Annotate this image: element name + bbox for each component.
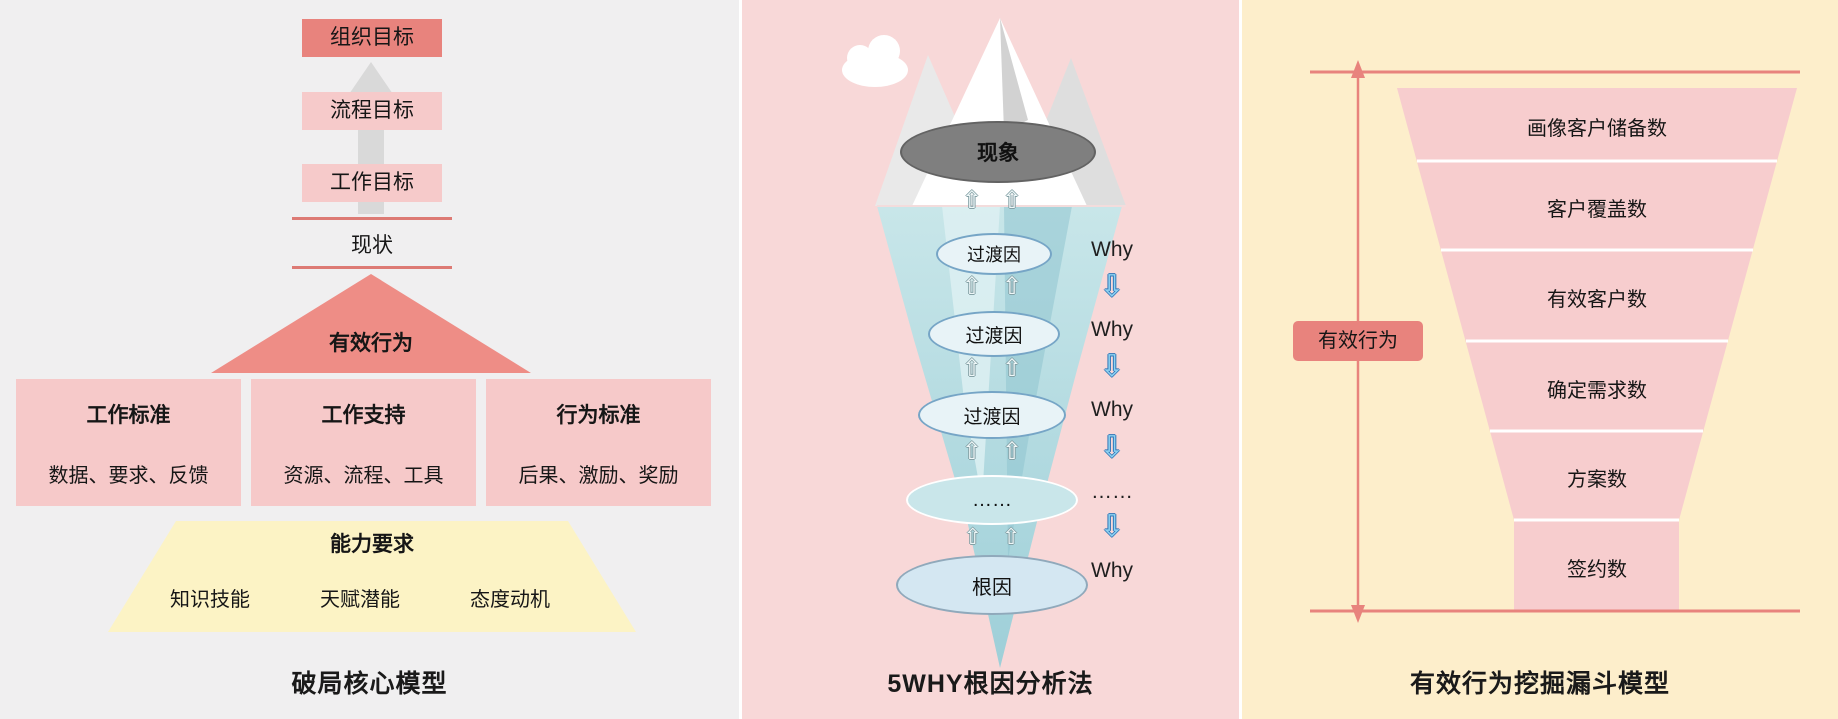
ellipsis-cause-ellipse: ……	[906, 475, 1078, 525]
funnel-separators	[1417, 159, 1777, 522]
effective-behavior-badge: 有效行为	[1293, 321, 1423, 361]
why-label: Why	[1091, 318, 1133, 341]
pillar-title: 工作标准	[86, 404, 171, 427]
capability-item: 知识技能	[170, 589, 250, 611]
up-arrow-icon: ⇧	[1002, 187, 1023, 214]
left-panel-title: 破局核心模型	[291, 670, 448, 698]
goal-box-organization: 组织目标	[302, 19, 442, 57]
pillar-desc: 后果、激励、奖励	[518, 465, 679, 487]
capability-items: 知识技能 天赋潜能 态度动机	[135, 583, 585, 612]
panel-5why: 现象 ⇧⇧ 过渡因 ⇧⇧ 过渡因 ⇧⇧ 过渡因 ⇧⇧ …… ⇧⇧ 根因 Why …	[742, 0, 1239, 719]
down-arrow-icon: ⇩	[1099, 510, 1125, 543]
pillar-desc: 数据、要求、反馈	[48, 465, 209, 487]
axis-arrowhead-down	[1351, 605, 1365, 623]
capability-item: 天赋潜能	[320, 589, 400, 611]
up-arrows-icon: ⇧⇧	[942, 522, 1042, 552]
middle-panel-title: 5WHY根因分析法	[887, 670, 1094, 698]
up-arrow-icon: ⇧	[961, 355, 982, 382]
root-cause-ellipse: 根因	[896, 555, 1088, 615]
pyramid-triangle	[211, 274, 531, 373]
capability-item: 态度动机	[470, 589, 550, 611]
capability-title: 能力要求	[330, 533, 414, 556]
effective-behavior-label: 有效行为	[329, 332, 413, 355]
capability-trapezoid	[108, 521, 636, 632]
funnel-level-label: 签约数	[1567, 559, 1627, 581]
up-arrows-icon: ⇧⇧	[942, 437, 1042, 467]
funnel-level-label: 客户覆盖数	[1547, 199, 1647, 221]
current-state-divider-bottom	[292, 266, 452, 269]
goal-box-work: 工作目标	[302, 164, 442, 202]
down-arrow-icon: ⇩	[1099, 350, 1125, 383]
funnel-level-label: 确定需求数	[1547, 380, 1647, 402]
up-arrows-icon: ⇧⇧	[942, 354, 1042, 384]
pillar-work-standard: 工作标准 数据、要求、反馈	[16, 379, 241, 506]
pillar-title: 行为标准	[556, 404, 641, 427]
down-arrow-icon: ⇩	[1099, 270, 1125, 303]
up-arrow-icon: ⇧	[1002, 438, 1023, 465]
pillar-behavior-standard: 行为标准 后果、激励、奖励	[486, 379, 711, 506]
pillar-title: 工作支持	[321, 404, 406, 427]
current-state-divider-top	[292, 217, 452, 220]
panel-funnel: 画像客户储备数 客户覆盖数 有效客户数 确定需求数 方案数 签约数 有效行为 有…	[1242, 0, 1838, 719]
why-ellipsis: ……	[1091, 480, 1133, 503]
funnel-level-label: 方案数	[1567, 469, 1627, 491]
funnel-level-label: 画像客户储备数	[1527, 118, 1667, 140]
funnel-body	[1397, 88, 1797, 611]
up-arrows-icon: ⇧⇧	[942, 186, 1042, 216]
why-label: Why	[1091, 559, 1133, 582]
up-arrow-icon: ⇧	[961, 187, 982, 214]
funnel-level-label: 有效客户数	[1547, 289, 1647, 311]
intermediate-cause-ellipse: 过渡因	[918, 391, 1066, 439]
current-state-label: 现状	[351, 234, 393, 257]
why-label: Why	[1091, 398, 1133, 421]
right-panel-title: 有效行为挖掘漏斗模型	[1409, 670, 1670, 698]
goal-box-process: 流程目标	[302, 92, 442, 130]
phenomenon-ellipse: 现象	[900, 121, 1096, 183]
panel-core-model: 组织目标 流程目标 工作目标 现状 有效行为 工作标准 数据、要求、反馈 工作支…	[0, 0, 739, 719]
up-arrows-icon: ⇧⇧	[942, 272, 1042, 302]
up-arrow-icon: ⇧	[1002, 355, 1023, 382]
why-label: Why	[1091, 238, 1133, 261]
pillar-desc: 资源、流程、工具	[283, 465, 444, 487]
up-arrow-icon: ⇧	[961, 438, 982, 465]
intermediate-cause-ellipse: 过渡因	[936, 233, 1052, 275]
down-arrow-icon: ⇩	[1099, 431, 1125, 464]
up-arrow-icon: ⇧	[961, 273, 982, 300]
pillar-work-support: 工作支持 资源、流程、工具	[251, 379, 476, 506]
up-arrow-icon: ⇧	[963, 524, 982, 549]
funnel-shapes	[1310, 60, 1800, 623]
cloud-icon	[842, 35, 908, 87]
intermediate-cause-ellipse: 过渡因	[928, 311, 1060, 357]
up-arrow-icon: ⇧	[1002, 524, 1021, 549]
axis-arrowhead-up	[1351, 60, 1365, 78]
up-arrow-icon: ⇧	[1002, 273, 1023, 300]
